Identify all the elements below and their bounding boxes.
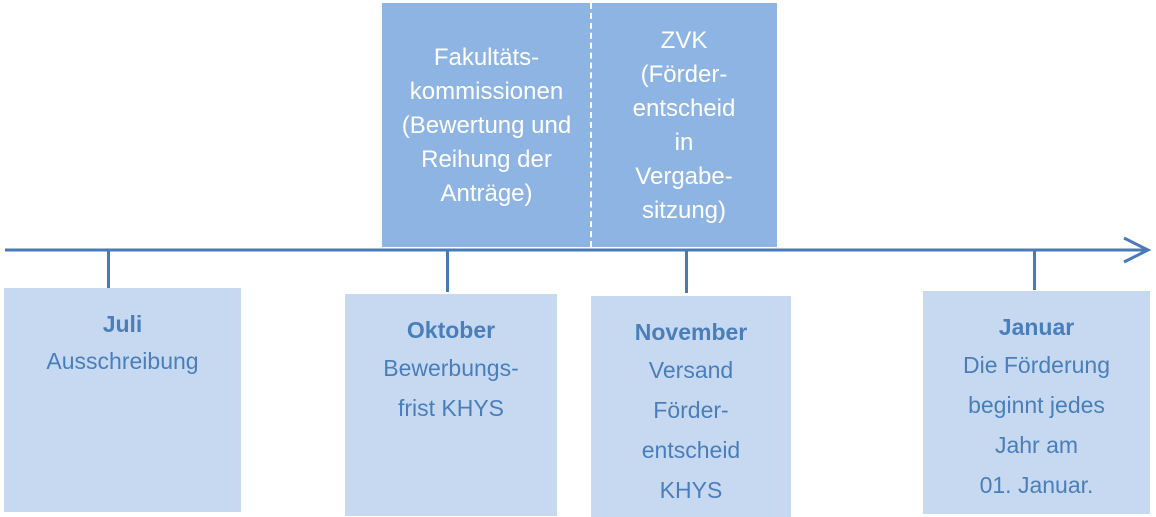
faculty-panel-line: kommissionen bbox=[409, 78, 564, 105]
milestone-month: Juli bbox=[102, 311, 143, 337]
timeline-tick-juli bbox=[107, 250, 110, 290]
zvk-panel-line: sitzung) bbox=[641, 197, 727, 224]
zvk-panel-line: entscheid bbox=[632, 95, 736, 122]
milestone-text: frist KHYS bbox=[397, 395, 505, 421]
milestone-text: 01. Januar. bbox=[979, 472, 1094, 498]
faculty-panel-line: Anträge) bbox=[440, 180, 533, 207]
timeline-tick-oktober bbox=[446, 250, 449, 292]
faculty-commissions-panel: Fakultäts- kommissionen (Bewertung und R… bbox=[382, 3, 591, 247]
milestone-november: November Versand Förder- entscheid KHYS bbox=[591, 296, 791, 517]
milestone-month: November bbox=[634, 319, 748, 345]
milestone-text: Jahr am bbox=[994, 432, 1079, 458]
zvk-panel: ZVK (Förder- entscheid in Vergabe- sitzu… bbox=[591, 3, 777, 247]
milestone-text: Ausschreibung bbox=[46, 348, 199, 374]
faculty-panel-line: Fakultäts- bbox=[433, 44, 540, 71]
milestone-oktober: Oktober Bewerbungs- frist KHYS bbox=[345, 294, 557, 516]
timeline-arrowhead bbox=[1123, 236, 1152, 264]
timeline-tick-januar bbox=[1033, 250, 1036, 290]
milestone-text: Versand bbox=[648, 357, 734, 383]
milestone-januar: Januar Die Förderung beginnt jedes Jahr … bbox=[923, 291, 1150, 514]
timeline-axis bbox=[5, 236, 1152, 264]
zvk-panel-line: (Förder- bbox=[640, 61, 728, 88]
zvk-panel-line: ZVK bbox=[660, 27, 708, 54]
milestone-month: Januar bbox=[998, 314, 1075, 340]
milestone-text: KHYS bbox=[659, 477, 723, 503]
panel-divider bbox=[590, 3, 592, 247]
milestone-text: Förder- bbox=[653, 397, 729, 423]
zvk-panel-line: Vergabe- bbox=[635, 163, 733, 190]
milestone-text: entscheid bbox=[641, 437, 741, 463]
milestone-text: Bewerbungs- bbox=[383, 355, 519, 381]
timeline-tick-november bbox=[685, 250, 688, 293]
zvk-panel-line: in bbox=[674, 129, 694, 156]
milestone-text: beginnt jedes bbox=[968, 392, 1105, 418]
faculty-panel-line: (Bewertung und bbox=[401, 112, 572, 139]
milestone-month: Oktober bbox=[406, 317, 496, 343]
milestone-juli: Juli Ausschreibung bbox=[4, 288, 241, 512]
faculty-panel-line: Reihung der bbox=[421, 146, 552, 173]
milestone-text: Die Förderung bbox=[962, 352, 1111, 378]
